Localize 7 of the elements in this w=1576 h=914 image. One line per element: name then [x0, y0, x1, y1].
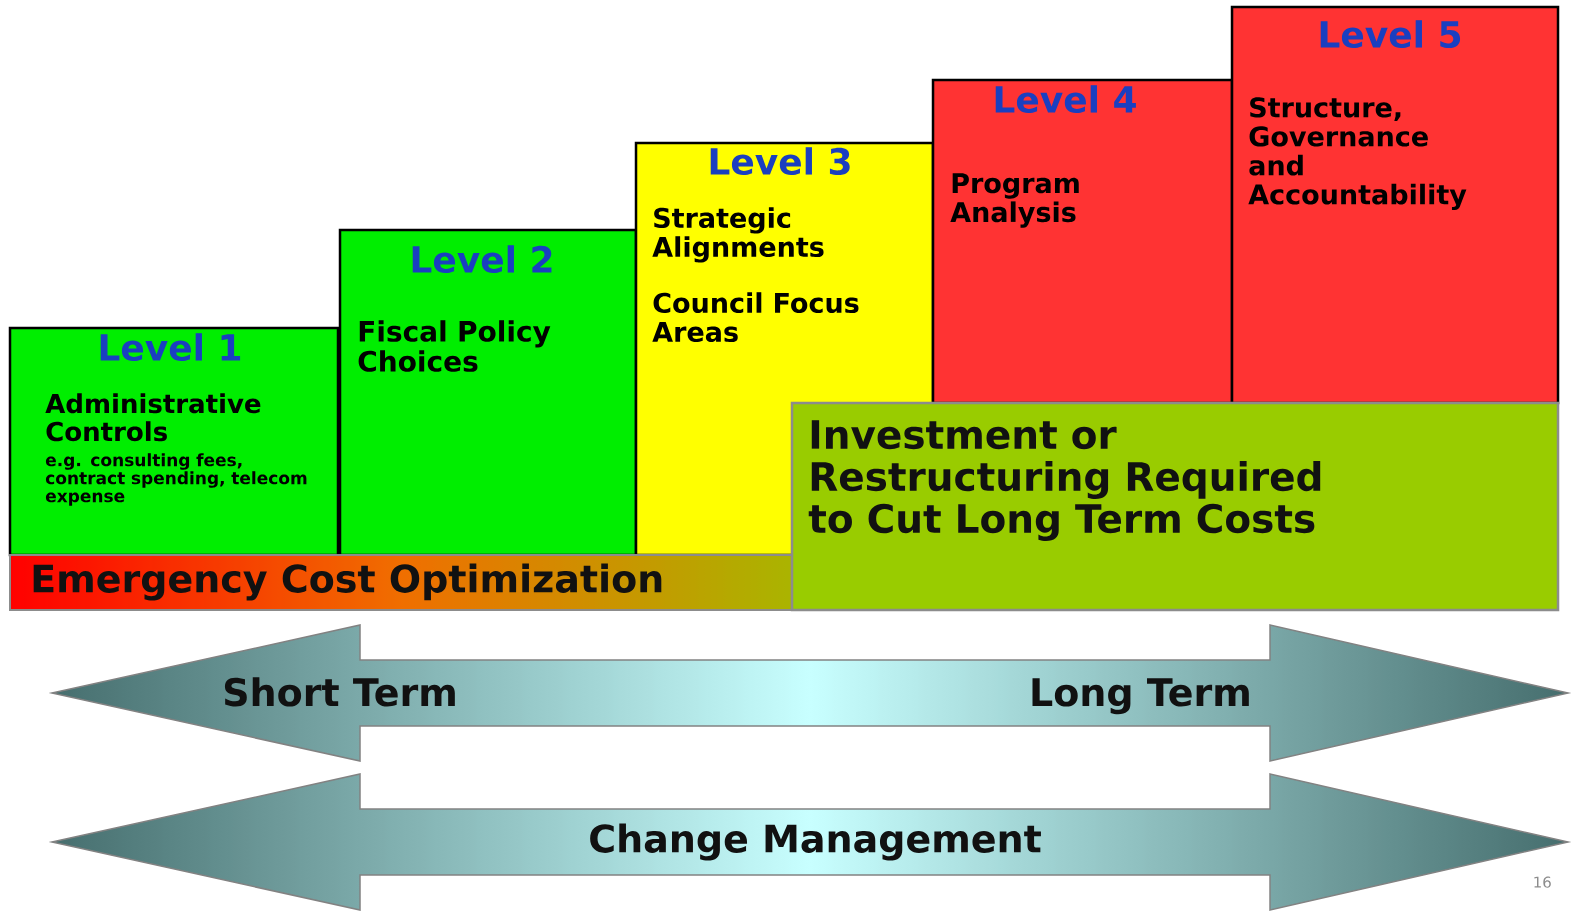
level-box: Level 1 Administrative Controls e.g. consulting fees, contract spending, telecom expense	[8, 326, 340, 557]
page-number: 16	[1534, 876, 1551, 888]
level-box: Level 4 Program Analysis	[931, 78, 1234, 405]
level-box: Level 5 Structure, Governance and Accountability	[1230, 5, 1560, 405]
text-panel: Investment or Restructuring Required to Cut Long Term Costs	[790, 401, 1560, 612]
level-box: Level 2 Fiscal Policy Choices	[338, 228, 638, 557]
banner-bar: Emergency Cost Optimization	[9, 554, 793, 611]
